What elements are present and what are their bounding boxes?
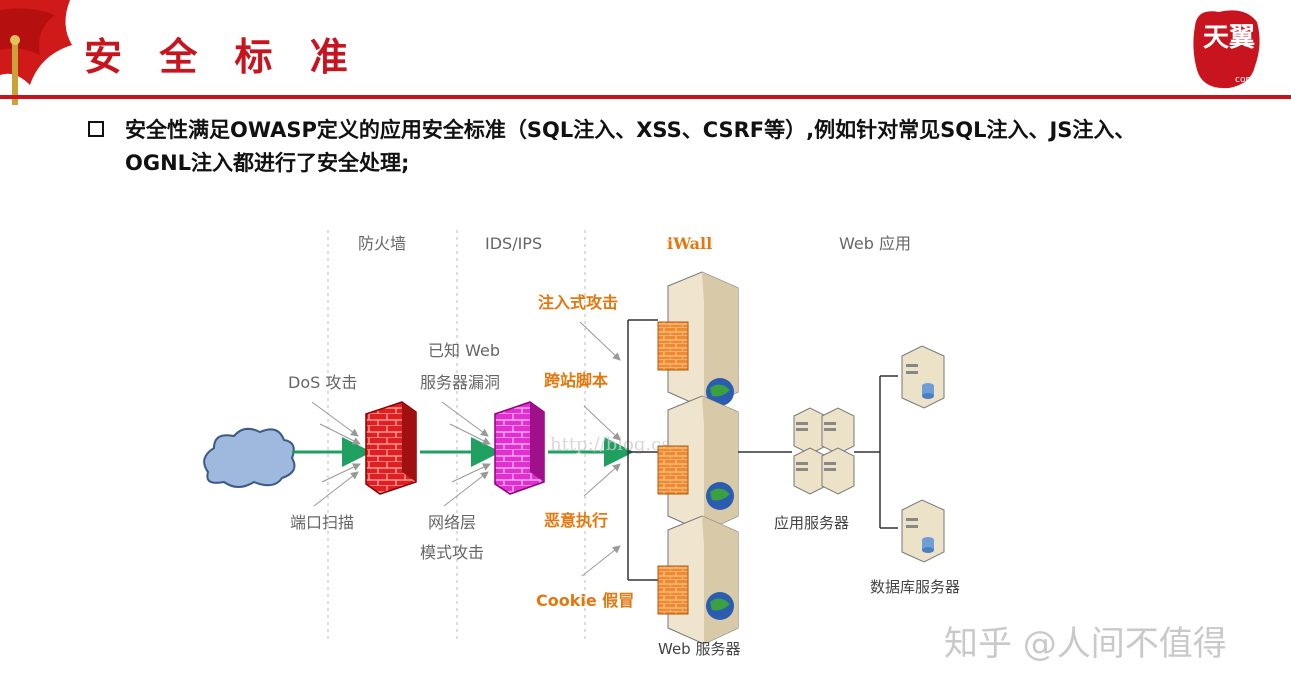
threat-cookie: Cookie 假冒	[536, 591, 634, 610]
page-title: 安 全 标 准	[84, 35, 360, 79]
web-server-label: Web 服务器	[658, 640, 740, 658]
internet-cloud-icon	[203, 427, 296, 488]
column-web-app: Web 应用	[839, 234, 911, 253]
threat-port-scan: 端口扫描	[290, 513, 354, 532]
title-divider	[0, 95, 1291, 99]
bullet-square-icon	[88, 121, 104, 137]
web-server-icon-1	[657, 271, 739, 409]
app-server-label: 应用服务器	[774, 514, 849, 532]
threat-injection: 注入式攻击	[538, 293, 618, 312]
ids-ips-wall-icon	[494, 401, 545, 495]
column-firewall: 防火墙	[358, 234, 406, 253]
security-architecture-diagram: 防火墙 IDS/IPS iWall Web 应用 DoS 攻击 端口扫描 已知 …	[203, 230, 960, 658]
threat-xss: 跨站脚本	[544, 371, 608, 390]
logo-text: 天翼	[1203, 23, 1255, 53]
red-flag-decoration	[0, 0, 72, 105]
logo-suffix: com	[1235, 75, 1254, 85]
db-server-icon-1	[901, 345, 945, 409]
tianyi-logo: 天翼 com	[1189, 4, 1265, 96]
threat-known-web-1: 已知 Web	[428, 341, 500, 360]
threat-dos: DoS 攻击	[288, 373, 357, 392]
threat-known-web-2: 服务器漏洞	[420, 373, 500, 392]
column-iwall: iWall	[667, 234, 712, 253]
threat-network-2: 模式攻击	[420, 543, 484, 562]
firewall-icon	[365, 401, 417, 495]
db-server-label: 数据库服务器	[870, 578, 960, 596]
threat-network-1: 网络层	[428, 513, 476, 532]
column-ids-ips: IDS/IPS	[485, 234, 542, 253]
app-server-cluster-icon	[793, 407, 855, 495]
zhihu-watermark: 知乎 @人间不值得	[944, 624, 1227, 664]
db-server-icon-2	[901, 499, 945, 563]
web-server-icon-2	[657, 395, 739, 533]
bullet-text: 安全性满足OWASP定义的应用安全标准（SQL注入、XSS、CSRF等）,例如针…	[125, 118, 1136, 175]
web-server-icon-3	[657, 515, 739, 645]
threat-malicious-exec: 恶意执行	[544, 511, 608, 530]
